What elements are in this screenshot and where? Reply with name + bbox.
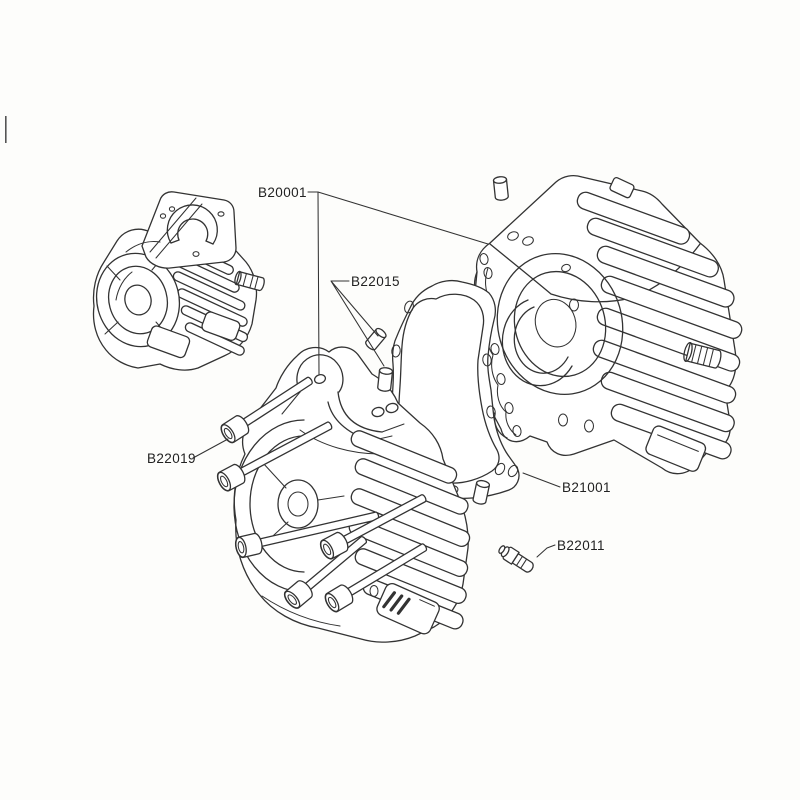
socket-head-screw — [216, 421, 333, 492]
leader-b20001 — [307, 191, 489, 375]
assembly-foot — [146, 325, 191, 359]
socket-head-screws — [216, 376, 428, 613]
crankcase-assembly-view — [92, 191, 265, 371]
socket-head-screw — [319, 494, 427, 560]
left-case-bottom-edge — [261, 595, 341, 627]
socket-head-screw — [283, 535, 368, 609]
right-case-detail-holes — [507, 231, 595, 433]
leader-b22019 — [192, 438, 229, 459]
dowel-pin — [492, 176, 509, 201]
part-label-b22019: B22019 — [147, 451, 196, 466]
part-label-b22011: B22011 — [557, 538, 605, 553]
assembly-foot — [201, 311, 241, 341]
socket-head-screw — [234, 511, 380, 559]
leader-b22011 — [536, 544, 556, 558]
left-case-hub-bore — [287, 491, 309, 517]
left-case-small-hole — [369, 584, 379, 598]
right-case-foot — [645, 425, 707, 472]
right-case-shaft-stub — [683, 341, 722, 369]
socket-head-screw — [324, 543, 428, 613]
right-case-tab — [609, 176, 635, 199]
scan-artifact-mark — [5, 116, 7, 143]
part-label-b21001: B21001 — [562, 480, 611, 495]
right-case-bore-crescent — [501, 299, 573, 387]
leader-b21001 — [522, 472, 561, 488]
left-case-hub — [277, 479, 319, 529]
assembly-shaft-stub — [234, 270, 265, 292]
part-label-b22015: B22015 — [351, 274, 400, 289]
screw-fitting — [498, 545, 534, 573]
assembly-top-bracket — [141, 191, 237, 269]
part-labels: B20001 B22015 B22019 B21001 B22011 — [147, 185, 611, 553]
assembly-detail-lines — [115, 241, 161, 301]
right-case-bore — [496, 252, 624, 396]
left-case-body-arcs — [233, 419, 305, 593]
leader-target-hole — [313, 374, 327, 384]
part-label-b20001: B20001 — [258, 185, 307, 200]
crankcase-half-left — [233, 346, 471, 643]
dowel-pin — [472, 479, 491, 505]
left-case-foot — [376, 582, 440, 635]
crankcase-half-right — [467, 175, 743, 475]
socket-head-screw — [220, 376, 313, 444]
leader-lines — [192, 191, 561, 558]
dowel-pin — [377, 367, 394, 392]
leader-b22015 — [330, 280, 385, 367]
